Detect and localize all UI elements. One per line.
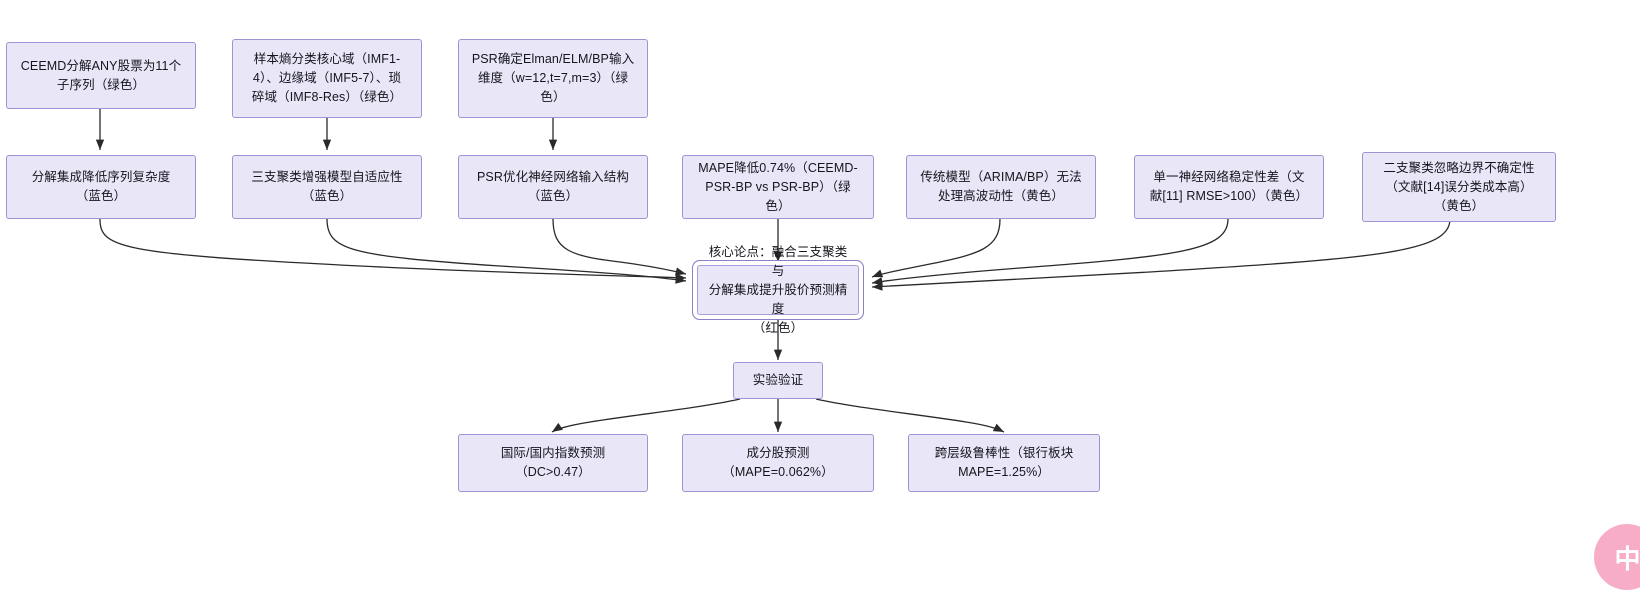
- node-result-1-label: 国际/国内指数预测 （DC>0.47）: [500, 446, 606, 479]
- edge-gap2-core: [871, 218, 1229, 286]
- node-gap-2[interactable]: 单一神经网络稳定性差（文 献[11] RMSE>100）（黄色）: [1134, 155, 1324, 219]
- node-premise-2-label: 样本熵分类核心域（IMF1- 4）、边缘域（IMF5-7）、琐 碎域（IMF8-…: [251, 52, 403, 104]
- node-gap-3[interactable]: 二支聚类忽略边界不确定性 （文献[14]误分类成本高） （黄色）: [1362, 152, 1556, 222]
- node-result-3-label: 跨层级鲁棒性（银行板块 MAPE=1.25%）: [934, 446, 1074, 479]
- node-gap-1-label: 传统模型（ARIMA/BP）无法 处理高波动性（黄色）: [920, 170, 1082, 203]
- node-gap-3-label: 二支聚类忽略边界不确定性 （文献[14]误分类成本高） （黄色）: [1383, 160, 1535, 213]
- node-gap-1[interactable]: 传统模型（ARIMA/BP）无法 处理高波动性（黄色）: [906, 155, 1096, 219]
- node-support-2[interactable]: 三支聚类增强模型自适应性 （蓝色）: [232, 155, 422, 219]
- node-result-2[interactable]: 成分股预测 （MAPE=0.062%）: [682, 434, 874, 492]
- edge-verification-result1: [551, 398, 741, 433]
- node-verification-label: 实验验证: [752, 373, 804, 387]
- node-result-2-label: 成分股预测 （MAPE=0.062%）: [722, 446, 834, 479]
- node-premise-1-label: CEEMD分解ANY股票为11个 子序列（绿色）: [20, 58, 182, 92]
- node-core-claim-label: 核心论点：融合三支聚类与 分解集成提升股价预测精度 （红色）: [708, 244, 848, 335]
- node-evidence-1[interactable]: MAPE降低0.74%（CEEMD- PSR-BP vs PSR-BP）（绿 色…: [682, 155, 874, 219]
- node-support-1-label: 分解集成降低序列复杂度 （蓝色）: [31, 170, 171, 203]
- edge-gap3-core: [871, 218, 1451, 291]
- node-result-1[interactable]: 国际/国内指数预测 （DC>0.47）: [458, 434, 648, 492]
- node-result-3[interactable]: 跨层级鲁棒性（银行板块 MAPE=1.25%）: [908, 434, 1100, 492]
- node-premise-3-label: PSR确定Elman/ELM/BP输入 维度（w=12,t=7,m=3）（绿 色…: [471, 52, 635, 104]
- node-evidence-1-label: MAPE降低0.74%（CEEMD- PSR-BP vs PSR-BP）（绿 色…: [698, 160, 858, 213]
- edge-support1-core: [99, 218, 687, 282]
- diagram-canvas: CEEMD分解ANY股票为11个 子序列（绿色） 样本熵分类核心域（IMF1- …: [6, 39, 1640, 590]
- watermark-text: 中: [1614, 543, 1640, 574]
- node-support-2-label: 三支聚类增强模型自适应性 （蓝色）: [251, 170, 403, 203]
- edge-verification-result3: [815, 398, 1005, 433]
- node-support-1[interactable]: 分解集成降低序列复杂度 （蓝色）: [6, 155, 196, 219]
- node-verification[interactable]: 实验验证: [733, 362, 823, 399]
- node-support-3-label: PSR优化神经网络输入结构 （蓝色）: [476, 170, 629, 203]
- node-support-3[interactable]: PSR优化神经网络输入结构 （蓝色）: [458, 155, 648, 219]
- node-gap-2-label: 单一神经网络稳定性差（文 献[11] RMSE>100）（黄色）: [1149, 170, 1309, 203]
- edge-gap1-core: [871, 218, 1001, 278]
- watermark-badge: 中: [1594, 524, 1640, 590]
- node-core-claim[interactable]: 核心论点：融合三支聚类与 分解集成提升股价预测精度 （红色）: [697, 245, 859, 335]
- node-premise-1[interactable]: CEEMD分解ANY股票为11个 子序列（绿色）: [6, 42, 196, 109]
- node-premise-3[interactable]: PSR确定Elman/ELM/BP输入 维度（w=12,t=7,m=3）（绿 色…: [458, 39, 648, 118]
- edge-support3-core: [552, 218, 687, 276]
- node-premise-2[interactable]: 样本熵分类核心域（IMF1- 4）、边缘域（IMF5-7）、琐 碎域（IMF8-…: [232, 39, 422, 118]
- edge-support2-core: [326, 218, 687, 284]
